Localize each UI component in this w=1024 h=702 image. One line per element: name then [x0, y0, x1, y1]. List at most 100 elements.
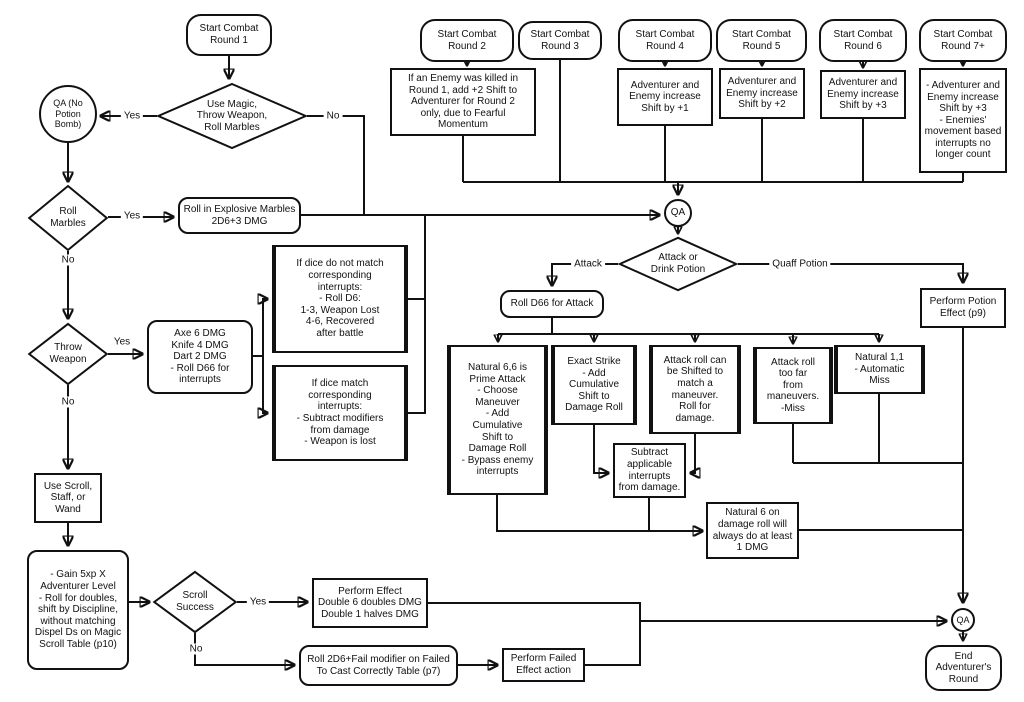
node-label: Start Combat Round 6: [833, 28, 893, 52]
decision-attack-or-drink-potion: Attack or Drink Potion: [618, 237, 738, 291]
terminator-end-round: End Adventurer's Round: [925, 645, 1002, 691]
node-label: Attack roll too far from maneuvers. -Mis…: [766, 356, 820, 414]
process-shift-plus3: Adventurer and Enemy increase Shift by +…: [820, 70, 906, 119]
node-label: QA: [956, 614, 970, 625]
terminator-round2: Start Combat Round 2: [420, 19, 514, 62]
edge-natural66-to-natural6dmg: [496, 495, 703, 531]
edge-label-no-throw: No: [58, 396, 78, 408]
node-label: If dice do not match corresponding inter…: [296, 258, 384, 339]
node-label: Roll 2D6+Fail modifier on Failed To Cast…: [307, 653, 450, 677]
edge-rounds-bus: [462, 60, 964, 183]
node-label: Roll in Explosive Marbles 2D6+3 DMG: [183, 203, 296, 227]
outcome-exact-strike: Exact Strike - Add Cumulative Shift to D…: [551, 345, 637, 425]
node-label: Start Combat Round 5: [732, 28, 791, 52]
edge-rolld66-bus: [498, 318, 879, 335]
connector-qa-end: QA: [951, 608, 975, 632]
decision-throw-weapon: Throw Weapon: [28, 323, 108, 385]
edge-label-yes-marbles: Yes: [120, 210, 144, 222]
connector-qa-no-potion-bomb: QA (No Potion Bomb): [39, 85, 97, 143]
node-label: If dice match corresponding interrupts: …: [296, 378, 384, 448]
note-natural-6-minimum-damage: Natural 6 on damage roll will always do …: [706, 502, 799, 559]
node-label: Start Combat Round 1: [199, 23, 259, 46]
node-label: Start Combat Round 4: [635, 28, 695, 52]
process-shift-plus1: Adventurer and Enemy increase Shift by +…: [617, 68, 713, 126]
node-label: Start Combat Round 2: [437, 28, 497, 52]
outcome-shift-to-maneuver: Attack roll can be Shifted to match a ma…: [649, 345, 741, 434]
edge-effect-merge: [428, 602, 641, 666]
node-label: Exact Strike - Add Cumulative Shift to D…: [565, 356, 623, 414]
process-perform-effect: Perform Effect Double 6 doubles DMG Doub…: [312, 578, 428, 628]
diamond-shape: [156, 83, 308, 149]
process-perform-potion-effect: Perform Potion Effect (p9): [920, 288, 1006, 328]
outcome-too-far-miss: Attack roll too far from maneuvers. -Mis…: [753, 347, 833, 424]
node-label: Roll D66 for Attack: [510, 298, 594, 310]
edge-label-no-scroll: No: [186, 643, 206, 655]
node-label: Axe 6 DMG Knife 4 DMG Dart 2 DMG - Roll …: [170, 328, 230, 386]
terminator-round7: Start Combat Round 7+: [919, 19, 1007, 62]
diamond-shape: [618, 237, 738, 291]
process-use-scroll-staff-wand: Use Scroll, Staff, or Wand: [34, 473, 102, 523]
node-label: Throw Weapon: [49, 342, 87, 365]
node-label: Use Magic, Throw Weapon, Roll Marbles: [196, 98, 268, 133]
edge-label-quaff-potion: Quaff Potion: [769, 258, 831, 270]
node-label: QA: [670, 207, 686, 219]
edge-label-yes-scroll: Yes: [246, 596, 270, 608]
node-label: Natural 6 on damage roll will always do …: [712, 507, 793, 554]
terminator-round1: Start Combat Round 1: [186, 14, 272, 56]
process-roll-d66-attack: Roll D66 for Attack: [500, 290, 604, 318]
node-label: Roll Marbles: [50, 206, 86, 229]
node-label: Start Combat Round 7+: [933, 28, 993, 52]
process-perform-failed-effect: Perform Failed Effect action: [502, 648, 585, 682]
process-gain-5xp-roll-doubles: - Gain 5xp X Adventurer Level - Roll for…: [27, 550, 129, 670]
node-label: Scroll Success: [176, 590, 214, 613]
terminator-round4: Start Combat Round 4: [618, 19, 712, 62]
process-dice-match: If dice match corresponding interrupts: …: [272, 365, 408, 461]
decision-scroll-success: Scroll Success: [153, 571, 237, 633]
edge-label-yes-magic: Yes: [120, 110, 144, 122]
edge-label-yes-throw: Yes: [110, 336, 134, 348]
edge-usemagic-no-to-qamain: [307, 115, 365, 215]
terminator-round5: Start Combat Round 5: [716, 19, 807, 62]
terminator-round6: Start Combat Round 6: [819, 19, 907, 62]
process-dice-no-match: If dice do not match corresponding inter…: [272, 245, 408, 353]
node-label: Use Scroll, Staff, or Wand: [43, 480, 93, 515]
node-label: Natural 1,1 - Automatic Miss: [854, 352, 905, 387]
process-fearful-momentum: If an Enemy was killed in Round 1, add +…: [390, 68, 536, 136]
diamond-shape: [153, 571, 237, 633]
decision-use-magic: Use Magic, Throw Weapon, Roll Marbles: [156, 83, 308, 149]
node-label: Perform Potion Effect (p9): [929, 296, 997, 319]
node-label: Perform Effect Double 6 doubles DMG Doub…: [318, 585, 422, 620]
node-label: Adventurer and Enemy increase Shift by +…: [726, 76, 798, 111]
outcome-natural-11-miss: Natural 1,1 - Automatic Miss: [834, 345, 925, 394]
diamond-shape: [28, 323, 108, 385]
node-label: QA (No Potion Bomb): [53, 98, 83, 130]
node-label: End Adventurer's Round: [935, 650, 992, 685]
process-roll-2d6-fail-table: Roll 2D6+Fail modifier on Failed To Cast…: [299, 645, 458, 686]
edge-axe-to-dicematch: [263, 356, 268, 413]
edge-label-no-marbles: No: [58, 254, 78, 266]
edge-shifted-to-subtract: [690, 434, 695, 473]
edge-scrollsuccess-no-to-roll2d6: [194, 633, 295, 665]
node-label: - Gain 5xp X Adventurer Level - Roll for…: [34, 569, 122, 650]
node-label: Perform Failed Effect action: [510, 653, 577, 676]
node-label: Attack roll can be Shifted to match a ma…: [663, 354, 727, 424]
node-label: Start Combat Round 3: [530, 28, 590, 52]
node-label: - Adventurer and Enemy increase Shift by…: [924, 79, 1002, 161]
edge-axe-to-dicenomatch: [253, 299, 268, 357]
terminator-round3: Start Combat Round 3: [518, 21, 602, 60]
diamond-shape: [28, 185, 108, 251]
process-round7-rules: - Adventurer and Enemy increase Shift by…: [919, 68, 1007, 173]
edge-label-no-magic: No: [323, 110, 343, 122]
process-shift-plus2: Adventurer and Enemy increase Shift by +…: [719, 68, 805, 119]
process-thrown-weapon-damage: Axe 6 DMG Knife 4 DMG Dart 2 DMG - Roll …: [147, 320, 253, 394]
connector-qa-main: QA: [664, 199, 692, 227]
outcome-natural-66-prime-attack: Natural 6,6 is Prime Attack - Choose Man…: [447, 345, 548, 495]
node-label: Attack or Drink Potion: [650, 252, 706, 275]
node-label: Adventurer and Enemy increase Shift by +…: [629, 79, 701, 114]
edge-exactstrike-to-subtract: [593, 425, 609, 473]
edge-label-attack: Attack: [571, 258, 605, 270]
process-subtract-interrupts: Subtract applicable interrupts from dama…: [613, 443, 686, 498]
edge-miss-join: [792, 394, 963, 464]
